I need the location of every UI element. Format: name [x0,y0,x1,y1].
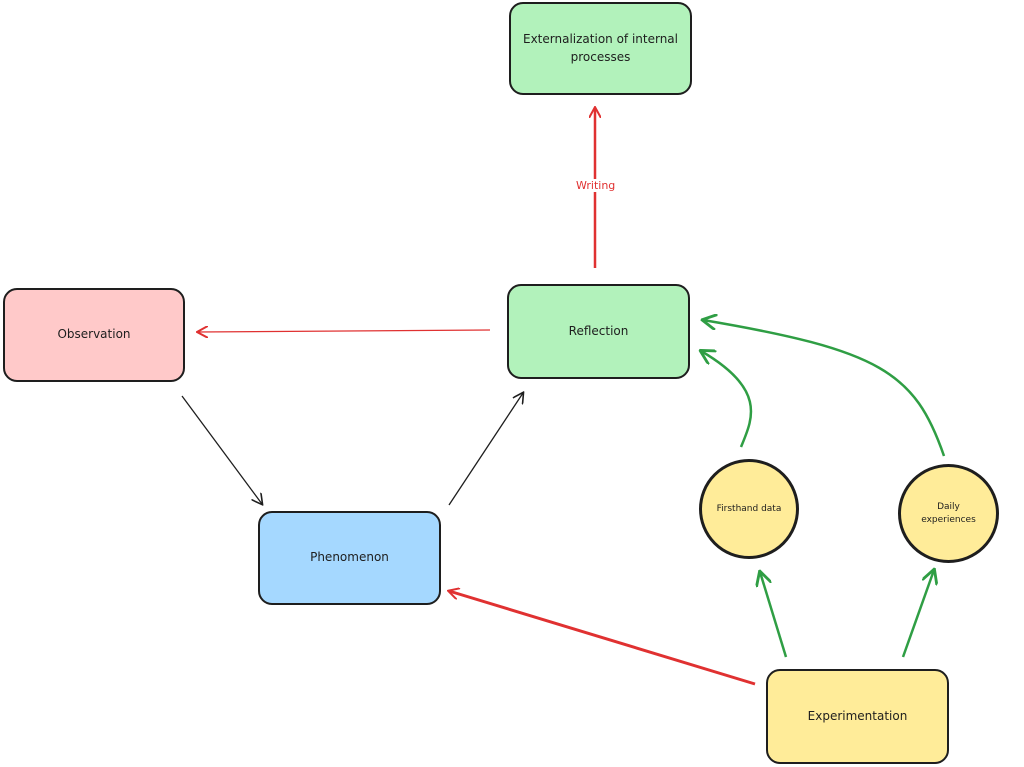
node-observation[interactable]: Observation [3,288,185,382]
arrow-observation-to-phenomenon [181,395,262,504]
arrow-firsthand-data-to-reflection [701,351,753,448]
arrow-experimentation-to-firsthand-data [760,572,788,658]
node-firsthand-data[interactable]: Firsthand data [699,459,799,559]
node-firsthand-data-label: Firsthand data [716,503,782,514]
arrow-experimentation-to-phenomenon [449,591,756,686]
arrow-experimentation-to-daily-experiences [901,570,934,658]
node-experimentation[interactable]: Experimentation [766,669,949,764]
node-reflection-label: Reflection [568,323,629,338]
node-daily-experiences-label: Daily experiences [921,502,976,525]
arrow-daily-experiences-to-reflection [703,320,946,457]
node-phenomenon[interactable]: Phenomenon [258,511,441,605]
arrow-phenomenon-to-reflection [448,393,523,506]
node-externalization[interactable]: Externalization of internal processes [509,2,692,95]
node-reflection[interactable]: Reflection [507,284,690,379]
node-observation-label: Observation [57,327,131,342]
node-externalization-label: Externalization of internal processes [523,32,678,64]
edge-label-writing: Writing [574,179,618,192]
arrow-reflection-to-observation [198,330,491,332]
node-phenomenon-label: Phenomenon [310,550,389,565]
node-experimentation-label: Experimentation [807,708,908,723]
node-daily-experiences[interactable]: Daily experiences [898,464,999,563]
